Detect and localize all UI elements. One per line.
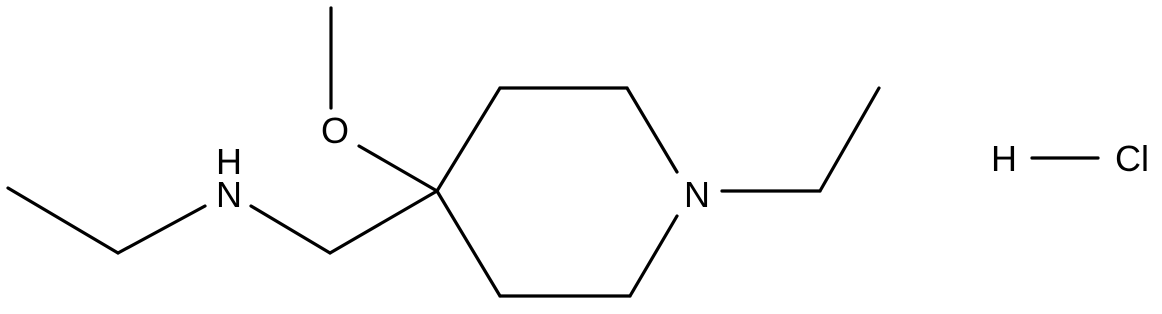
bond-ethyl-ch2-nh (116, 204, 207, 255)
bond-ring-c5-c4 (435, 189, 502, 298)
atom-label-oxygen: O (321, 110, 349, 151)
bond-ring-n-c6 (628, 214, 679, 298)
atom-label-hydrogen: H (991, 138, 1017, 179)
atom-label-chlorine: Cl (1115, 138, 1149, 179)
atom-label-ring-nitrogen: N (684, 174, 710, 215)
bond-o-quat-c (357, 144, 439, 193)
bond-ethyl-ch3-ch2 (6, 186, 120, 255)
atom-label-nh-h: H (216, 141, 242, 182)
bond-nh-ch2 (249, 204, 332, 255)
atom-label-nh-n: N (216, 174, 242, 215)
bond-ch2-quat-c (328, 189, 439, 255)
bond-ring-c4-c3 (435, 86, 502, 193)
bond-n-ethyl-ch3 (818, 86, 881, 193)
bond-ring-c2-n (625, 86, 679, 174)
